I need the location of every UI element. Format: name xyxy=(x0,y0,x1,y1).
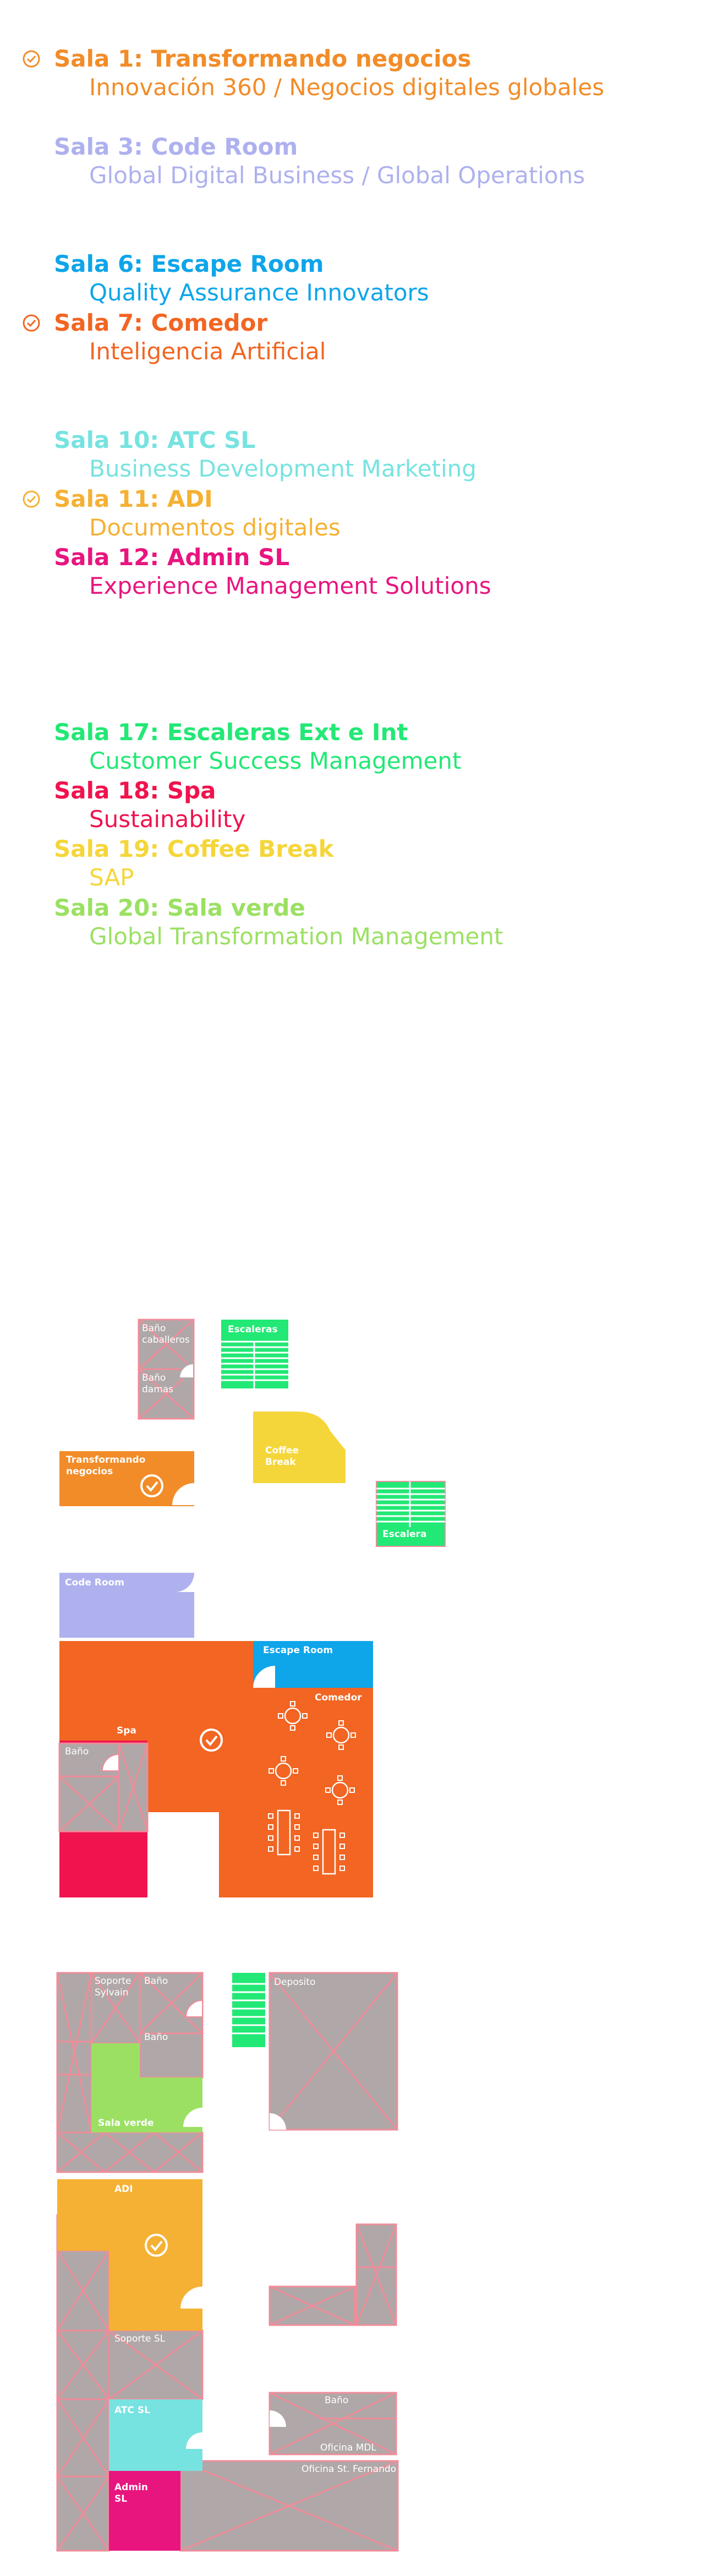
legend-entry-subtitle: Business Development Marketing xyxy=(89,455,476,482)
label-comedor: Comedor xyxy=(315,1692,362,1703)
legend-entry-subtitle: SAP xyxy=(89,864,134,891)
check-circle-icon xyxy=(23,50,40,68)
room-bano-spa[interactable] xyxy=(58,1742,149,1833)
label-bano-lower: Baño xyxy=(144,2032,168,2043)
legend-entry-subtitle: Global Digital Business / Global Operati… xyxy=(89,162,585,189)
room-bano-damas[interactable] xyxy=(138,1363,195,1420)
legend-entry-title: Sala 11: ADI xyxy=(54,485,213,512)
room-escape-room[interactable] xyxy=(253,1641,373,1688)
legend-entry-title: Sala 10: ATC SL xyxy=(54,426,256,453)
legend-entry-subtitle: Documentos digitales xyxy=(89,514,341,541)
legend-entry-subtitle: Inteligencia Artificial xyxy=(89,338,326,365)
room-escaleras[interactable] xyxy=(221,1320,288,1388)
legend-entry-title: Sala 6: Escape Room xyxy=(54,250,324,277)
label-atc-sl: ATC SL xyxy=(114,2405,150,2416)
room-admin-sl[interactable] xyxy=(109,2471,180,2551)
room-escaleras-bottom[interactable] xyxy=(232,1973,265,2047)
label-sala-verde: Sala verde xyxy=(98,2118,154,2129)
label-adi: ADI xyxy=(114,2184,133,2195)
room-coffee-break[interactable] xyxy=(253,1412,346,1483)
legend-entry-subtitle: Innovación 360 / Negocios digitales glob… xyxy=(89,74,605,101)
legend-entry-subtitle: Customer Success Management xyxy=(89,747,462,774)
label-coffee-break: Coffee Break xyxy=(265,1445,299,1468)
room-bano-caballeros[interactable] xyxy=(138,1319,195,1370)
label-bano-damas: Baño damas xyxy=(142,1372,174,1395)
legend-entry-subtitle: Sustainability xyxy=(89,806,246,833)
label-spa: Spa xyxy=(117,1725,136,1736)
label-escalera: Escalera xyxy=(382,1529,427,1540)
legend-entry-title: Sala 20: Sala verde xyxy=(54,894,305,921)
label-deposito: Deposito xyxy=(274,1977,316,1988)
room-transformando-negocios[interactable] xyxy=(59,1451,194,1506)
legend-entry-subtitle: Quality Assurance Innovators xyxy=(89,279,429,306)
legend-entry-title: Sala 19: Coffee Break xyxy=(54,835,334,862)
room-code-room[interactable] xyxy=(59,1573,194,1638)
legend-entry-title: Sala 1: Transformando negocios xyxy=(54,45,472,72)
label-escape-room: Escape Room xyxy=(263,1645,333,1656)
label-code-room: Code Room xyxy=(65,1577,124,1588)
legend-entry-title: Sala 12: Admin SL xyxy=(54,544,290,571)
label-bano-upper: Baño xyxy=(144,1976,168,1987)
room-sala-verde[interactable] xyxy=(91,2043,202,2132)
label-bano-mdl: Baño xyxy=(325,2395,349,2406)
check-circle-icon xyxy=(23,490,40,508)
room-escalera[interactable] xyxy=(376,1481,446,1547)
label-escaleras: Escaleras xyxy=(228,1324,278,1335)
label-bano-spa: Baño xyxy=(65,1746,89,1757)
legend-entry-title: Sala 17: Escaleras Ext e Int xyxy=(54,719,408,746)
legend-entry-title: Sala 18: Spa xyxy=(54,777,216,804)
check-circle-icon xyxy=(23,314,40,332)
label-soporte-sylvain: Soporte Sylvain xyxy=(95,1976,131,1998)
label-admin-sl: Admin SL xyxy=(114,2482,148,2504)
legend-entry-subtitle: Experience Management Solutions xyxy=(89,572,491,599)
label-soporte-sl: Soporte SL xyxy=(114,2333,166,2344)
room-atc-sl[interactable] xyxy=(109,2399,202,2471)
room-grey-wing xyxy=(56,1972,399,2552)
legend-entry-title: Sala 7: Comedor xyxy=(54,309,268,336)
room-comedor[interactable] xyxy=(59,1641,373,1897)
label-oficina-st: Oficina St. Fernando xyxy=(302,2464,396,2475)
room-adi[interactable] xyxy=(57,2179,202,2331)
legend-entry-subtitle: Global Transformation Management xyxy=(89,923,503,950)
legend-entry-title: Sala 3: Code Room xyxy=(54,133,298,160)
label-oficina-mdl: Oficina MDL xyxy=(320,2442,376,2453)
label-transformando: Transformando negocios xyxy=(66,1454,146,1477)
label-bano-caballeros: Baño caballeros xyxy=(142,1323,190,1346)
